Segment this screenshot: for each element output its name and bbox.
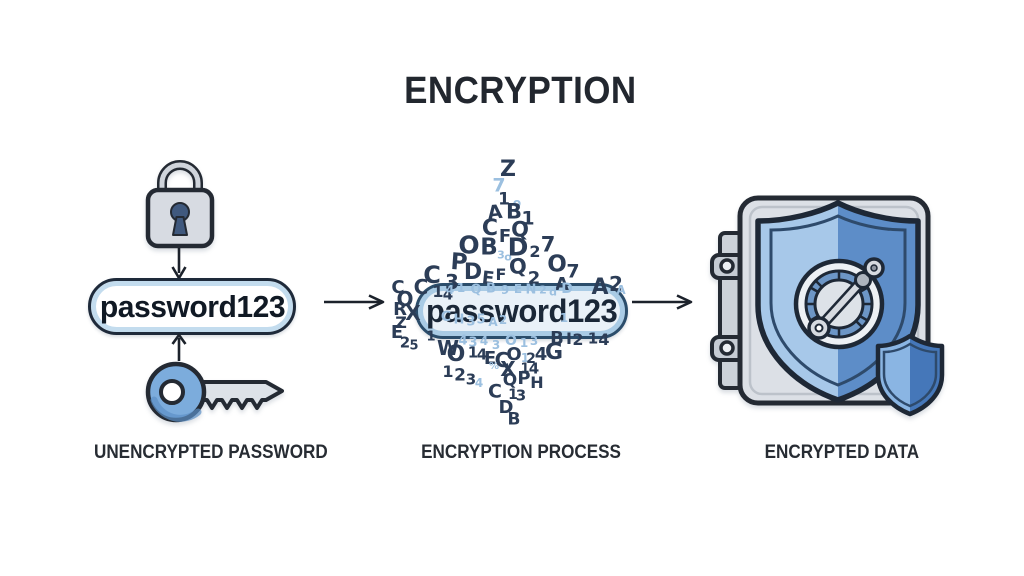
cipher-char: E: [390, 322, 404, 343]
cipher-char: O: [547, 251, 567, 278]
stage-label-process: ENCRYPTION PROCESS: [421, 442, 621, 463]
cipher-char: C: [494, 348, 510, 372]
cipher-char: O: [506, 344, 522, 365]
cipher-char: B: [480, 234, 498, 261]
cipher-char: Z: [395, 313, 407, 332]
flow-arrow-left-icon: [322, 294, 394, 310]
cipher-char: P: [449, 248, 469, 277]
cipher-char: D: [507, 232, 529, 262]
cipher-char: A: [486, 200, 504, 225]
cipher-char: P: [517, 368, 531, 389]
cipher-char: Z: [500, 157, 516, 182]
cipher-char: F: [498, 226, 512, 247]
cipher-char: B: [505, 199, 523, 224]
cipher-char: 4: [534, 344, 548, 365]
cipher-char: 3: [491, 338, 501, 352]
cipher-char: 4: [474, 376, 484, 390]
combination-dial-icon: [793, 257, 885, 350]
padlock-icon: [140, 156, 220, 252]
cipher-char: C: [481, 216, 499, 241]
cipher-char: 4: [528, 359, 540, 378]
cipher-char: D: [498, 397, 514, 418]
cipher-char: 7: [540, 232, 556, 257]
cipher-char: 2: [529, 242, 541, 261]
cipher-char: Q: [502, 370, 518, 391]
cipher-char: 3: [515, 386, 527, 405]
password-field-plain: password123: [88, 278, 296, 335]
password-field-encrypting: password123: [415, 283, 628, 339]
cipher-char: 7: [492, 174, 506, 197]
cipher-char: 4: [476, 345, 488, 364]
cipher-char: O: [446, 342, 466, 367]
cipher-char: W: [436, 336, 460, 360]
cipher-char: H: [530, 373, 544, 392]
key-icon: [140, 358, 290, 430]
cipher-char: 2: [526, 351, 536, 367]
password-text: password123: [425, 292, 618, 329]
cipher-char: %: [488, 361, 500, 372]
cipher-char: C: [488, 380, 502, 403]
up-arrow-icon: [171, 333, 187, 363]
cipher-char: O: [458, 230, 480, 260]
cipher-char: G: [544, 340, 564, 365]
cipher-char: B: [507, 409, 521, 430]
small-shield-icon: [875, 333, 945, 417]
cipher-char: O: [396, 287, 414, 311]
cipher-char: 3: [497, 248, 505, 262]
cipher-char: D: [463, 260, 483, 285]
cipher-char: Q: [511, 217, 529, 242]
cipher-char: 1: [520, 351, 530, 365]
cipher-char: X: [500, 357, 516, 381]
cipher-char: 3: [465, 370, 477, 389]
cipher-char: 5: [409, 338, 419, 354]
cipher-char: 1: [467, 343, 479, 362]
cipher-char: E: [483, 348, 497, 369]
cipher-char: 1: [442, 362, 454, 381]
down-arrow-icon: [171, 246, 187, 280]
stage-label-encrypted: ENCRYPTED DATA: [764, 442, 920, 463]
stage-label-unencrypted: UNENCRYPTED PASSWORD: [93, 442, 328, 463]
cipher-char: F: [495, 265, 507, 284]
flow-arrow-right-icon: [630, 294, 702, 310]
cipher-char: 1: [508, 387, 518, 403]
cipher-char: 7: [566, 260, 580, 283]
cipher-char: 1: [520, 361, 530, 377]
cipher-char: 1: [521, 207, 535, 230]
cipher-char: 2: [399, 333, 411, 352]
cipher-char: o: [504, 250, 512, 264]
password-text: password123: [99, 288, 285, 324]
cipher-char: 1: [498, 189, 510, 210]
cipher-char: 2: [454, 365, 466, 386]
safe-icon: [700, 185, 960, 417]
cipher-char: o: [512, 196, 522, 210]
cipher-char: R: [393, 299, 407, 320]
cipher-char: Q: [508, 253, 528, 280]
page-title: ENCRYPTION: [403, 70, 637, 112]
